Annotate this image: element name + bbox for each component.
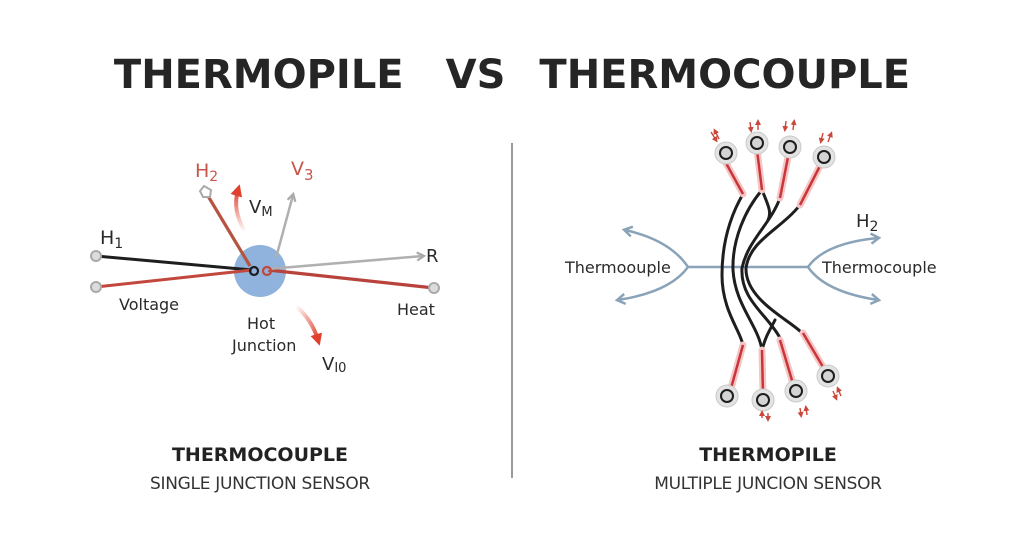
label-junction: Junction (231, 336, 296, 355)
junction-ring-red (261, 265, 273, 277)
probe (796, 145, 836, 209)
label-vi0: VI0 (322, 354, 346, 376)
probe (776, 336, 808, 403)
label-thermoouple: Thermoouple (564, 258, 671, 277)
title-thermopile: THERMOPILE (113, 52, 404, 98)
r-arrow (267, 256, 423, 271)
vm-curved-arrow (230, 184, 247, 234)
vi0-curved-arrow (294, 304, 323, 346)
label-vm: VM (249, 197, 273, 220)
label-r: R (426, 246, 439, 267)
label-heat: Heat (397, 300, 435, 319)
probe (715, 341, 747, 408)
left-caption-subtitle: SINGLE JUNCTION SENSOR (150, 474, 370, 494)
left-caption-title: THERMOCOUPLE (171, 444, 349, 466)
heat-terminal (428, 282, 440, 294)
probe (751, 346, 775, 412)
right-caption-subtitle: MULTIPLE JUNCION SENSOR (654, 474, 882, 494)
title-vs: VS (445, 52, 506, 98)
voltage-terminal (90, 281, 102, 293)
probe (776, 135, 802, 202)
label-h2-right: H2 (856, 211, 878, 235)
h1-wire (95, 254, 253, 272)
h2-terminal (198, 184, 213, 198)
right-caption-title: THERMOPILE (699, 444, 837, 466)
thermocouple-diagram: H1 H2 VM V3 R Voltage Heat Hot Junction … (90, 158, 440, 376)
tiny-heat-arrows-bottom (759, 386, 842, 422)
h2-wire (206, 195, 252, 267)
v3-arrow (274, 195, 293, 259)
probe (714, 141, 747, 198)
voltage-wire (95, 268, 253, 289)
probe (799, 329, 840, 388)
top-probes (710, 119, 836, 209)
label-thermocouple: Thermocouple (821, 258, 937, 277)
h1-terminal (90, 250, 102, 262)
label-voltage: Voltage (119, 295, 179, 314)
heat-wire (267, 268, 435, 290)
probe (745, 131, 769, 194)
label-h1: H1 (100, 227, 123, 252)
tiny-heat-arrows-top (710, 119, 833, 144)
panel-divider (511, 143, 513, 478)
label-hot: Hot (247, 314, 275, 333)
junction-ring-black (248, 265, 260, 277)
thermopile-wires (720, 188, 804, 352)
heat-flow-arrows (618, 230, 878, 300)
thermopile-diagram: Thermoouple Thermocouple H2 (564, 119, 937, 422)
label-v3: V3 (291, 158, 314, 184)
bottom-probes (715, 329, 842, 422)
page-title: THERMOPILE VS THERMOCOUPLE (0, 52, 1024, 98)
title-thermocouple: THERMOCOUPLE (539, 52, 911, 98)
label-h2: H2 (195, 160, 218, 185)
